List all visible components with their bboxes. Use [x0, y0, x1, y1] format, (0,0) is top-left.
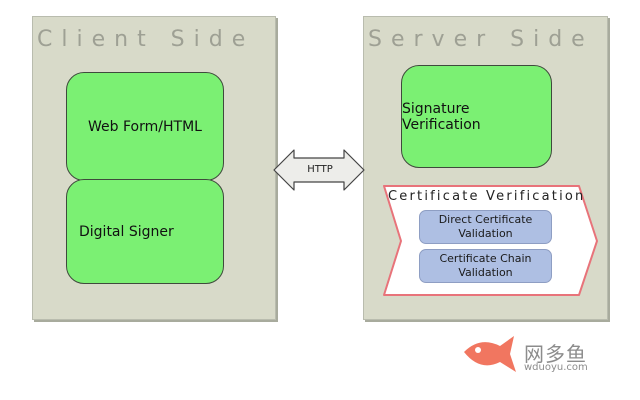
signature-verification-box: Signature Verification [401, 65, 552, 168]
client-side-title: Client Side [37, 27, 255, 52]
digital-signer-box: Digital Signer [66, 179, 224, 284]
certificate-chain-validation-label: Certificate Chain Validation [439, 252, 532, 279]
http-label: HTTP [307, 164, 333, 175]
client-side-panel: Client Side Web Form/HTML Digital Signer [32, 16, 276, 320]
digital-signer-label: Digital Signer [79, 223, 174, 240]
certificate-verification-title: Certificate Verification [388, 189, 586, 204]
watermark-text: 网多鱼 [524, 342, 587, 366]
web-form-box: Web Form/HTML [66, 72, 224, 181]
direct-certificate-validation-label: Direct Certificate Validation [438, 213, 533, 240]
signature-verification-label: Signature Verification [402, 100, 481, 133]
web-form-label: Web Form/HTML [88, 118, 202, 135]
certificate-chain-validation-box: Certificate Chain Validation [419, 249, 552, 283]
http-double-arrow [273, 149, 365, 191]
watermark-domain: wduoyu.com [524, 362, 588, 373]
direct-certificate-validation-box: Direct Certificate Validation [419, 210, 552, 244]
fish-logo-icon [464, 336, 516, 372]
server-side-title: Server Side [368, 27, 594, 52]
